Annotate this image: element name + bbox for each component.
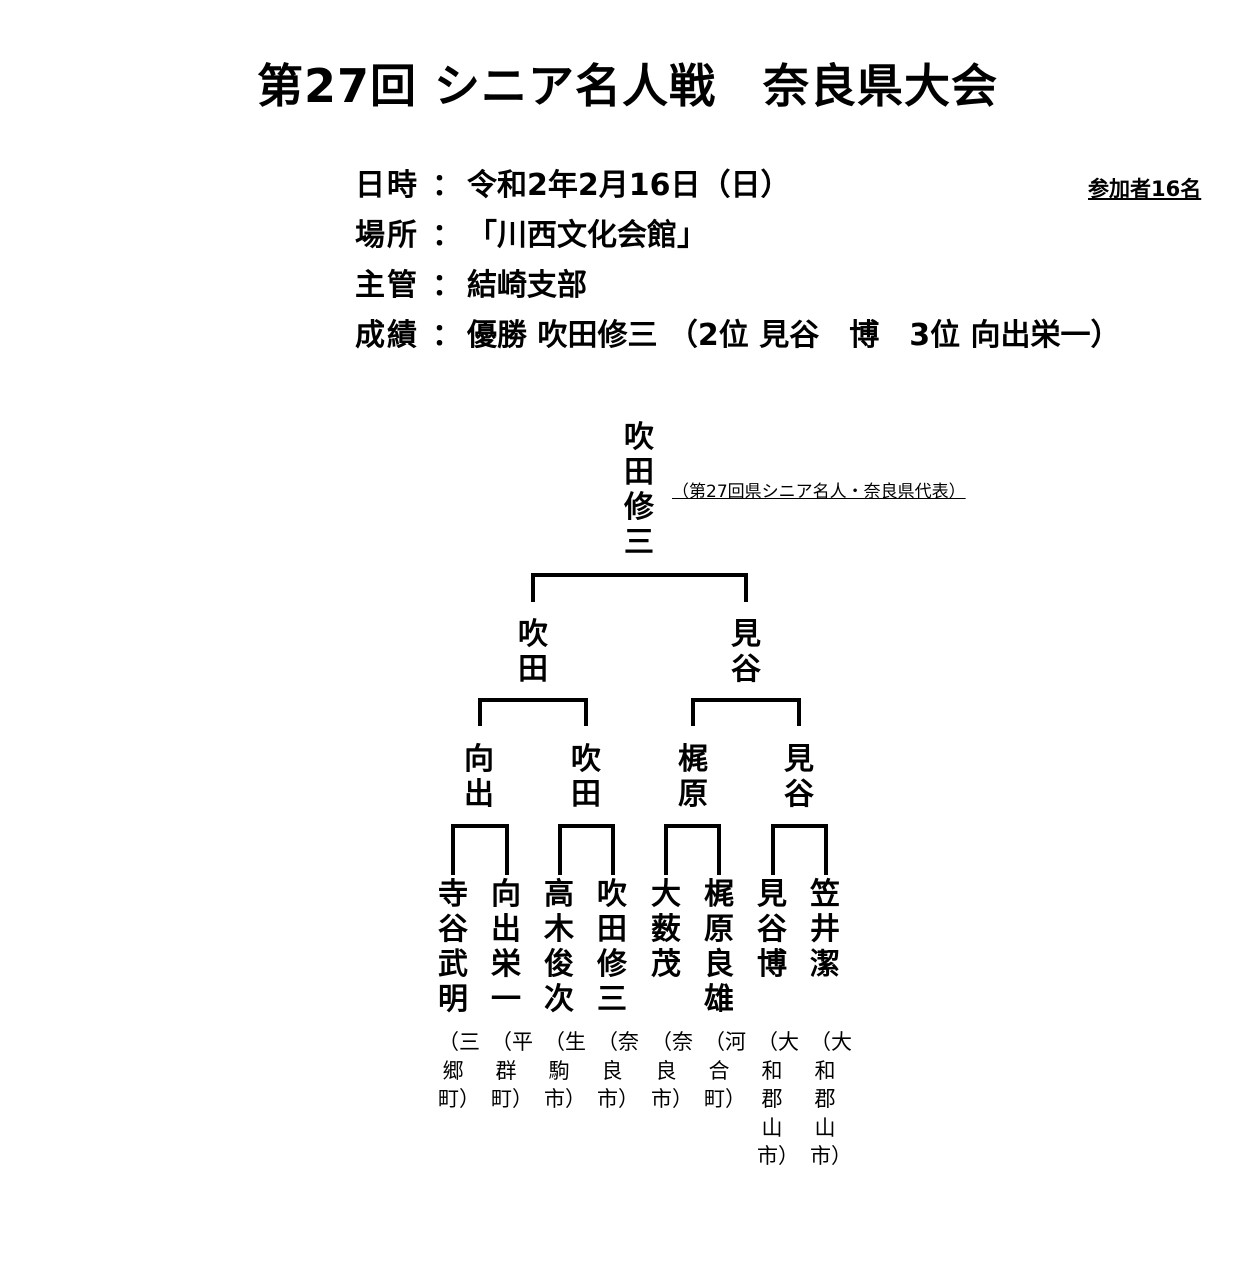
player-origin: （奈良市）	[597, 1030, 639, 1111]
info-separator: ：	[432, 268, 462, 303]
info-label: 成績	[355, 318, 419, 353]
player-origin: （三郷町）	[438, 1030, 480, 1111]
info-value: 結崎支部	[467, 268, 587, 303]
info-row-datetime: 日時 ： 令和2年2月16日（日）	[355, 157, 1121, 207]
info-separator: ：	[432, 318, 462, 353]
info-separator: ：	[432, 168, 462, 203]
info-value: 令和2年2月16日（日）	[467, 168, 791, 203]
finalist-name: 吹田	[518, 617, 548, 687]
player-origin: （生駒市）	[544, 1030, 586, 1111]
player-name: 見谷 博	[757, 877, 817, 982]
participant-count: 参加者16名	[1088, 177, 1202, 201]
semifinalist-name: 見谷	[784, 742, 814, 812]
player-origin: （奈良市）	[651, 1030, 693, 1111]
bracket-round1-a	[451, 824, 509, 875]
info-row-organizer: 主管 ： 結崎支部	[355, 257, 1121, 307]
page-title: 第27回 シニア名人戦 奈良県大会	[256, 59, 999, 113]
bracket-semifinal-left	[478, 698, 588, 726]
semifinalist-name: 梶原	[678, 742, 708, 812]
player-origin: （大和郡山市）	[757, 1030, 799, 1168]
player-origin: （平群町）	[491, 1030, 533, 1111]
info-value: 「川西文化会館」	[467, 218, 707, 253]
bracket-final	[531, 573, 748, 602]
player-name: 大薮 茂	[651, 877, 711, 982]
info-label: 日時	[355, 168, 419, 203]
bracket-round1-c	[664, 824, 721, 875]
info-row-venue: 場所 ： 「川西文化会館」	[355, 207, 1121, 257]
player-name: 吹田修三	[597, 877, 627, 1017]
info-row-results: 成績 ： 優勝 吹田修三 （2位 見谷 博 3位 向出栄一）	[355, 307, 1121, 357]
player-origin: （河合町）	[704, 1030, 746, 1111]
semifinalist-name: 向出	[464, 742, 494, 812]
info-label: 主管	[355, 268, 419, 303]
player-name: 笠井 潔	[810, 877, 870, 982]
bracket-round1-d	[771, 824, 828, 875]
player-name: 梶原良雄	[704, 877, 734, 1017]
player-name: 寺谷武明	[438, 877, 468, 1017]
champion-name: 吹田修三	[624, 420, 654, 560]
bracket-semifinal-right	[691, 698, 801, 726]
player-name: 高木俊次	[544, 877, 574, 1017]
info-label: 場所	[355, 218, 419, 253]
player-name: 向出栄一	[491, 877, 521, 1017]
semifinalist-name: 吹田	[571, 742, 601, 812]
info-value: 優勝 吹田修三 （2位 見谷 博 3位 向出栄一）	[467, 318, 1121, 353]
player-origin: （大和郡山市）	[810, 1030, 852, 1168]
info-separator: ：	[432, 218, 462, 253]
finalist-name: 見谷	[731, 617, 761, 687]
event-info: 日時 ： 令和2年2月16日（日） 場所 ： 「川西文化会館」 主管 ： 結崎支…	[355, 157, 1121, 357]
champion-note: （第27回県シニア名人・奈良県代表）	[672, 482, 966, 502]
bracket-round1-b	[558, 824, 615, 875]
